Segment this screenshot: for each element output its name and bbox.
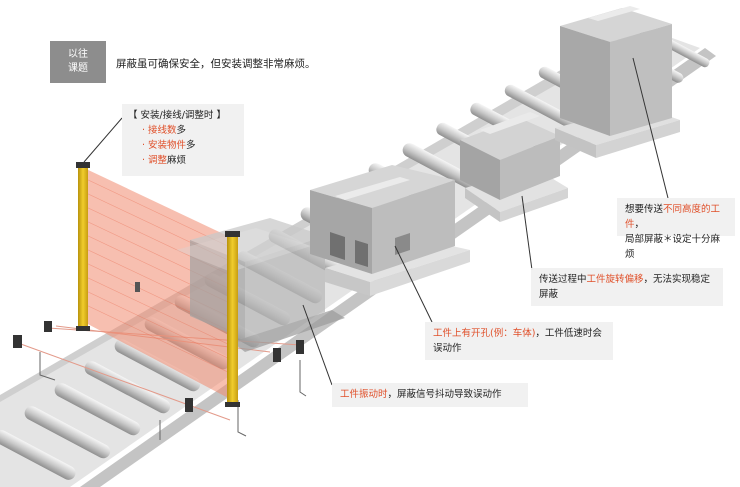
bullet-icon: ·: [142, 125, 146, 136]
bullet-icon: ·: [142, 140, 146, 151]
badge-line-1: 以往: [68, 49, 88, 60]
install-callout-title: 【 安装/接线/调整时 】: [128, 110, 226, 121]
leader-lines: [83, 57, 669, 386]
intro-text: 屏蔽虽可确保安全，但安装调整非常麻烦。: [116, 58, 316, 70]
bullet-icon: ·: [142, 155, 146, 166]
height-callout: 想要传送不同高度的工件， 局部屏蔽＊设定十分麻烦: [617, 198, 735, 260]
install-item-adjust: ·调整麻烦: [142, 155, 187, 166]
light-curtain-poles: [76, 162, 240, 407]
badge-line-2: 课题: [68, 63, 88, 74]
workpiece-with-hole: [310, 165, 470, 296]
rotation-callout: 传送过程中工件旋转偏移，无法实现稳定 屏蔽: [531, 268, 723, 306]
install-item-parts: ·安装物件多: [142, 140, 196, 151]
hole-callout: 工件上有开孔(例：车体)，工件低速时会 误动作: [425, 322, 613, 360]
rotated-workpiece: [460, 112, 568, 222]
vibration-callout: 工件振动时，屏蔽信号抖动导致误动作: [332, 383, 528, 407]
previous-issue-badge: 以往 课题: [50, 41, 106, 83]
install-callout: 【 安装/接线/调整时 】 ·接线数多 ·安装物件多 ·调整麻烦: [122, 104, 244, 176]
install-item-wiring: ·接线数多: [142, 125, 187, 136]
tall-workpiece: [555, 6, 680, 158]
